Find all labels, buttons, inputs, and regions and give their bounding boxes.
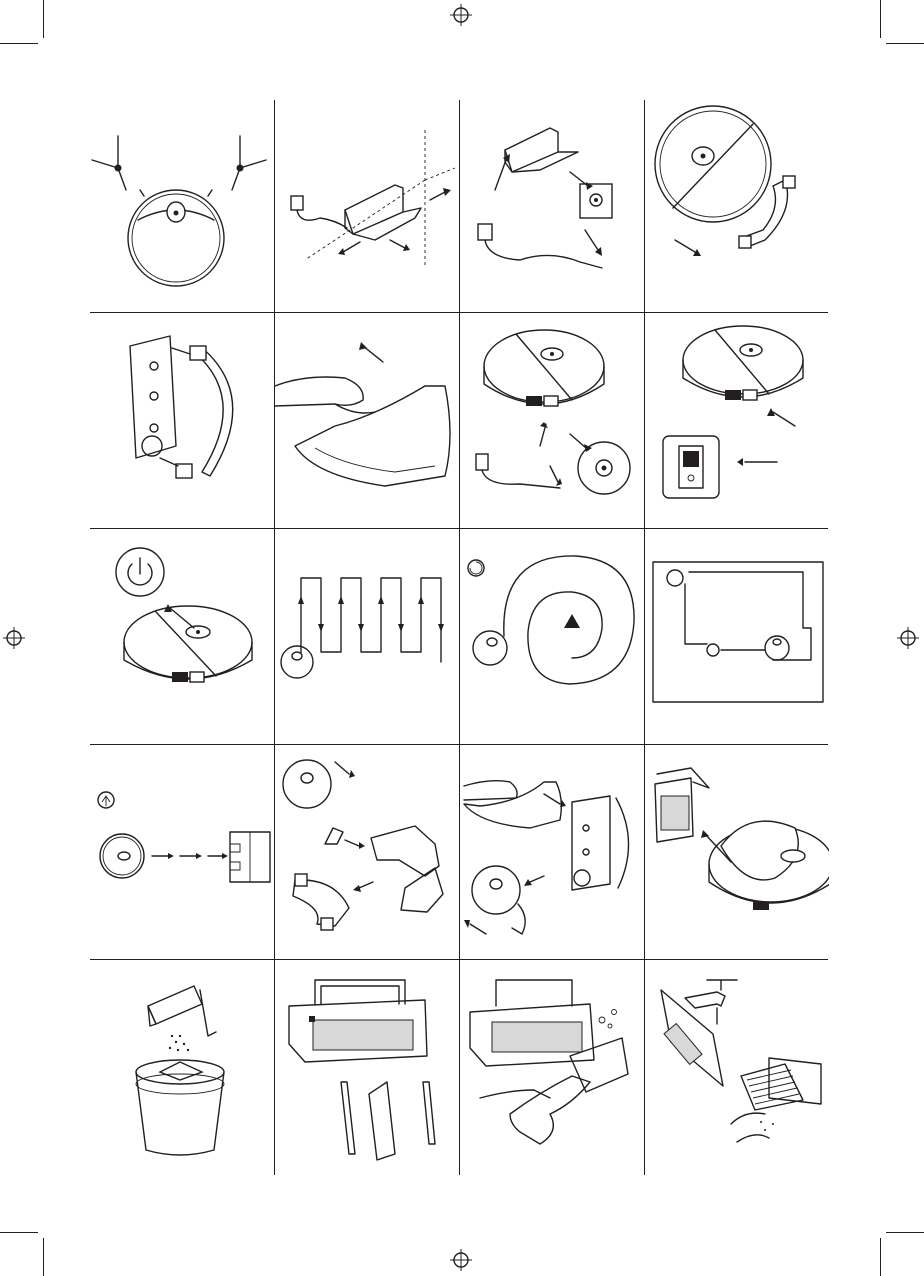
crop-mark xyxy=(0,43,38,44)
registration-mark-icon xyxy=(450,4,472,26)
power-button-icon xyxy=(90,532,274,746)
panel-robot-side-brushes xyxy=(90,100,274,314)
remove-bumper-icon xyxy=(645,100,829,314)
crop-mark xyxy=(886,43,924,44)
registration-mark-icon xyxy=(450,1249,472,1271)
panel-bumper-detail xyxy=(90,316,274,530)
panel-return-to-dock xyxy=(90,748,274,962)
edge-cleaning-icon xyxy=(645,532,829,746)
install-mop-module-icon xyxy=(460,748,644,962)
rinse-filter-icon xyxy=(645,964,829,1178)
crop-mark xyxy=(886,1232,924,1233)
crop-mark xyxy=(0,1232,38,1233)
bumper-detail-icon xyxy=(90,316,274,530)
panel-wipe-dustbin xyxy=(460,964,644,1178)
panel-rinse-filter xyxy=(645,964,829,1178)
charging-dock-placement-icon xyxy=(275,100,459,314)
registration-mark-icon xyxy=(897,627,919,649)
empty-dustbin-icon xyxy=(90,964,274,1178)
panel-dustbin-filter-parts xyxy=(275,964,459,1178)
crop-mark xyxy=(43,1238,44,1276)
robot-charging-port-icon xyxy=(460,316,644,530)
panel-power-switch xyxy=(645,316,829,530)
crop-mark xyxy=(880,1238,881,1276)
panel-remove-dustbin xyxy=(275,748,459,962)
panel-empty-dustbin xyxy=(90,964,274,1178)
panel-dock-power-adapter xyxy=(460,100,644,314)
panel-charging-dock-placement xyxy=(275,100,459,314)
wipe-dustbin-icon xyxy=(460,964,644,1178)
panel-install-mop-module xyxy=(460,748,644,962)
crop-mark xyxy=(880,0,881,38)
dock-power-adapter-icon xyxy=(460,100,644,314)
panel-power-button xyxy=(90,532,274,746)
illustration-grid xyxy=(90,100,828,1175)
spiral-cleaning-icon xyxy=(460,532,644,746)
robot-side-brushes-icon xyxy=(90,100,274,314)
panel-lift-dustbin xyxy=(645,748,829,962)
crop-mark xyxy=(43,0,44,38)
return-to-dock-icon xyxy=(90,748,274,962)
panel-remove-bumper xyxy=(645,100,829,314)
panel-spiral-cleaning xyxy=(460,532,644,746)
zigzag-cleaning-icon xyxy=(275,532,459,746)
lift-dustbin-icon xyxy=(645,748,829,962)
registration-mark-icon xyxy=(3,627,25,649)
power-switch-icon xyxy=(645,316,829,530)
remove-dustbin-icon xyxy=(275,748,459,962)
panel-edge-cleaning xyxy=(645,532,829,746)
panel-zigzag-cleaning xyxy=(275,532,459,746)
dustbin-filter-parts-icon xyxy=(275,964,459,1178)
panel-peel-protective-film xyxy=(275,316,459,530)
panel-robot-charging-port xyxy=(460,316,644,530)
peel-protective-film-icon xyxy=(275,316,459,530)
